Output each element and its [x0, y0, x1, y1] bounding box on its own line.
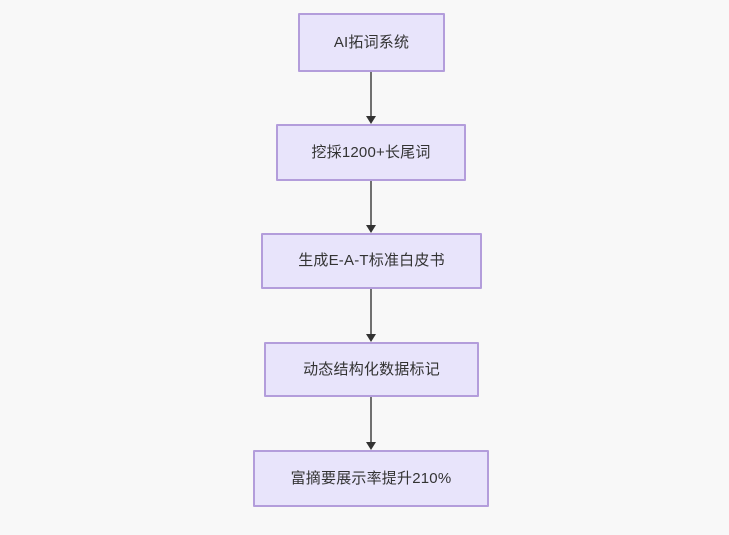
edge-connector-3	[370, 289, 372, 334]
flow-node-eat-whitepaper[interactable]: 生成E-A-T标准白皮书	[261, 233, 482, 289]
flow-node-label: 挖採1200+长尾词	[311, 143, 431, 161]
flow-node-ai-keyword-system[interactable]: AI拓词系统	[298, 13, 445, 72]
edge-connector-4	[370, 397, 372, 442]
flow-node-longtail-keywords[interactable]: 挖採1200+长尾词	[276, 124, 466, 181]
flow-node-rich-snippet-result[interactable]: 富摘要展示率提升210%	[253, 450, 489, 507]
flow-node-label: 富摘要展示率提升210%	[290, 469, 452, 487]
arrowhead-2	[366, 225, 376, 233]
arrowhead-4	[366, 442, 376, 450]
arrowhead-1	[366, 116, 376, 124]
edge-connector-2	[370, 181, 372, 225]
flow-node-label: 动态结构化数据标记	[303, 360, 440, 378]
edge-connector-1	[370, 72, 372, 116]
arrowhead-3	[366, 334, 376, 342]
flow-node-label: AI拓词系统	[333, 33, 410, 51]
flow-node-structured-data-markup[interactable]: 动态结构化数据标记	[264, 342, 479, 397]
flow-node-label: 生成E-A-T标准白皮书	[298, 252, 445, 269]
